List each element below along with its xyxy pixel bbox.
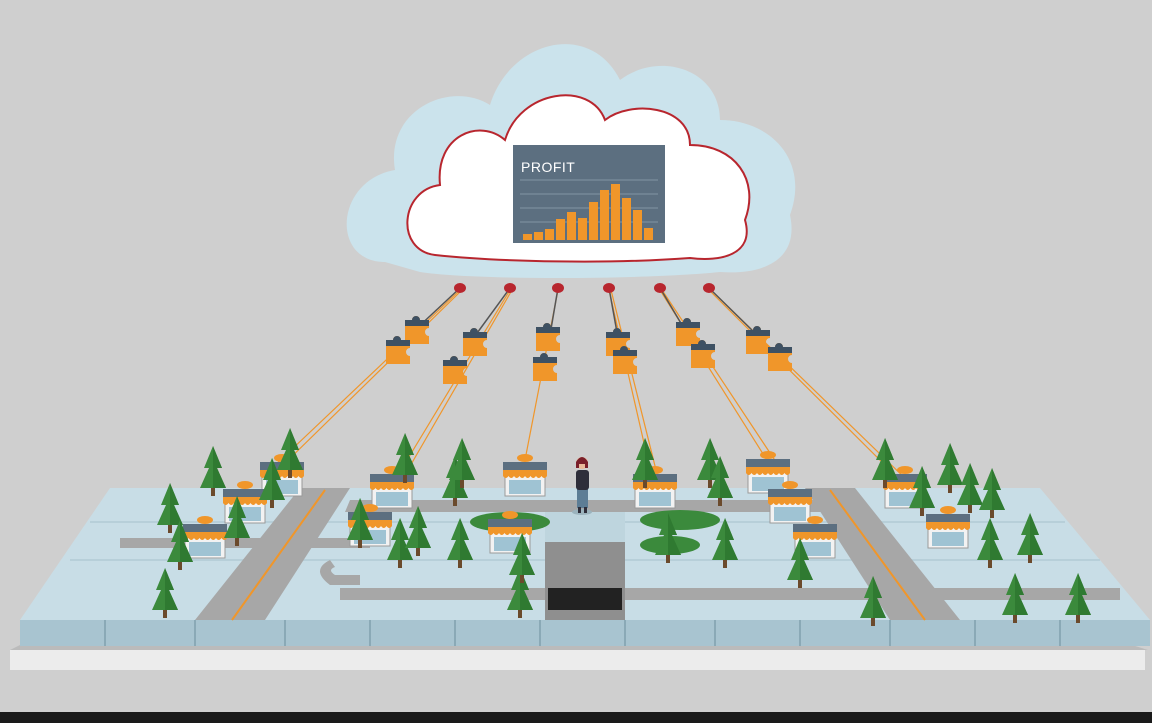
puzzle-piece-icon <box>746 326 770 354</box>
connection-lines <box>269 289 913 486</box>
profit-label: PROFIT <box>521 159 575 175</box>
cloud-cables <box>414 287 761 341</box>
road-markings <box>231 489 926 621</box>
person-icon <box>572 457 592 515</box>
puzzle-piece-icon <box>443 356 467 384</box>
bottom-edge <box>0 712 1152 723</box>
puzzle-piece-icon <box>676 318 700 346</box>
puzzle-piece-icon <box>386 336 410 364</box>
puzzle-piece-icon <box>768 343 792 371</box>
roads <box>120 488 1120 620</box>
puzzle-pieces <box>386 316 792 384</box>
puzzle-piece-icon <box>613 346 637 374</box>
puzzle-piece-icon <box>463 328 487 356</box>
tree-icon <box>937 443 963 493</box>
puzzle-piece-icon <box>536 323 560 351</box>
store-icon <box>502 453 548 497</box>
profit-chart-icon: PROFIT <box>513 145 665 243</box>
cloud-connectors <box>454 283 715 293</box>
puzzle-piece-icon <box>405 316 429 344</box>
puzzle-piece-icon <box>691 340 715 368</box>
puzzle-piece-icon <box>533 353 557 381</box>
plaza <box>545 512 625 542</box>
